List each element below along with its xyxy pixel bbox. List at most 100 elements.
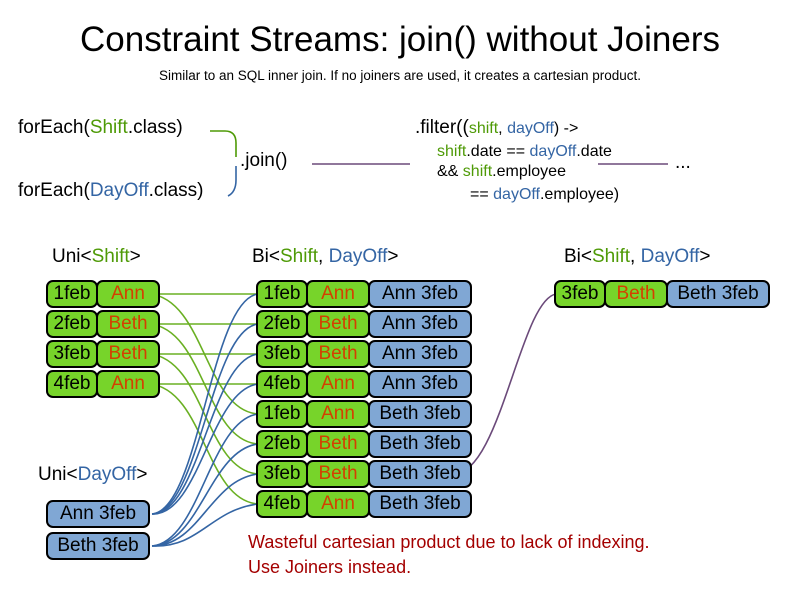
- caption-uni-shift: Uni<Shift>: [52, 246, 141, 268]
- shift-employee-cell: Ann: [96, 370, 160, 398]
- bi-shift-date-cell: 2feb: [256, 430, 308, 458]
- filter-l3-and: &&: [437, 163, 463, 180]
- caption-uni-dayoff-prefix: Uni<: [38, 464, 78, 485]
- caption-bi-prefix: Bi<: [252, 246, 280, 267]
- bi-shift-date-cell: 1feb: [256, 400, 308, 428]
- filter-l3-field: .employee: [492, 163, 566, 180]
- caption-bi-right-prefix: Bi<: [564, 246, 592, 267]
- result-shift-date-cell: 3feb: [554, 280, 606, 308]
- bi-shift-date-cell: 4feb: [256, 370, 308, 398]
- caption-uni-shift-suffix: >: [129, 246, 141, 267]
- bi-dayoff-cell: Beth 3feb: [368, 400, 472, 428]
- filter-call-line-2: shift.date == dayOff.date: [437, 143, 612, 161]
- filter-l2-end: .date: [576, 143, 612, 160]
- dayoff-type-token: DayOff: [89, 180, 149, 201]
- filter-l4-dayoff: dayOff: [493, 186, 540, 203]
- page-subtitle: Similar to an SQL inner join. If no join…: [159, 68, 641, 83]
- caption-bi-right-type1: Shift: [592, 246, 631, 267]
- bi-dayoff-cell: Ann 3feb: [368, 340, 472, 368]
- result-dayoff-cell: Beth 3feb: [666, 280, 770, 308]
- bi-shift-date-cell: 4feb: [256, 490, 308, 518]
- bi-dayoff-cell: Ann 3feb: [368, 310, 472, 338]
- filter-l4-eq: ==: [470, 186, 494, 203]
- join-call-label: .join(): [240, 150, 288, 171]
- filter-l3-shift: shift: [462, 163, 493, 180]
- caption-bi-right-comma: ,: [630, 246, 641, 267]
- bi-shift-date-cell: 3feb: [256, 460, 308, 488]
- filter-call-line-4: == dayOff.employee): [470, 186, 619, 204]
- shift-date-cell: 4feb: [46, 370, 98, 398]
- caption-bi-middle: Bi<Shift, DayOff>: [252, 246, 398, 268]
- foreach-shift-statement: forEach(Shift.class): [18, 117, 183, 139]
- filter-open: .filter((: [415, 117, 469, 138]
- filter-l4-field: .employee): [539, 186, 620, 203]
- shift-type-token: Shift: [89, 117, 128, 138]
- bi-shift-date-cell: 2feb: [256, 310, 308, 338]
- bi-shift-employee-cell: Ann: [306, 490, 370, 518]
- foreach-dayoff-prefix: forEach(: [18, 180, 90, 201]
- result-shift-employee-cell: Beth: [604, 280, 668, 308]
- shift-employee-cell: Beth: [96, 340, 160, 368]
- filter-param-dayoff: dayOff: [507, 120, 554, 137]
- foreach-shift-prefix: forEach(: [18, 117, 90, 138]
- bi-shift-date-cell: 1feb: [256, 280, 308, 308]
- filter-arrow: ) ->: [553, 120, 579, 137]
- shift-employee-cell: Ann: [96, 280, 160, 308]
- filter-call-line-1: .filter((shift, dayOff) ->: [415, 117, 578, 139]
- bi-shift-employee-cell: Beth: [306, 430, 370, 458]
- caption-bi-type1: Shift: [280, 246, 319, 267]
- dayoff-box: Beth 3feb: [46, 532, 150, 560]
- caption-bi-right: Bi<Shift, DayOff>: [564, 246, 710, 268]
- bi-shift-employee-cell: Ann: [306, 400, 370, 428]
- bi-dayoff-cell: Ann 3feb: [368, 370, 472, 398]
- filter-l2-mid: .date ==: [466, 143, 530, 160]
- bi-dayoff-cell: Ann 3feb: [368, 280, 472, 308]
- shift-date-cell: 2feb: [46, 310, 98, 338]
- bi-shift-employee-cell: Beth: [306, 310, 370, 338]
- filter-l2-dayoff: dayOff: [529, 143, 577, 160]
- shift-date-cell: 1feb: [46, 280, 98, 308]
- caption-bi-right-type2: DayOff: [640, 246, 700, 267]
- warning-text: Wasteful cartesian product due to lack o…: [248, 532, 650, 577]
- bi-dayoff-cell: Beth 3feb: [368, 430, 472, 458]
- foreach-shift-suffix: .class): [127, 117, 183, 138]
- filter-param-comma: ,: [498, 120, 508, 137]
- caption-uni-dayoff-suffix: >: [136, 464, 148, 485]
- bi-shift-employee-cell: Beth: [306, 460, 370, 488]
- caption-bi-comma: ,: [318, 246, 329, 267]
- caption-uni-shift-type: Shift: [91, 246, 130, 267]
- foreach-dayoff-statement: forEach(DayOff.class): [18, 180, 204, 202]
- bi-dayoff-cell: Beth 3feb: [368, 460, 472, 488]
- filter-l2-shift: shift: [437, 143, 467, 160]
- dayoff-box: Ann 3feb: [46, 500, 150, 528]
- bi-shift-employee-cell: Ann: [306, 280, 370, 308]
- foreach-dayoff-suffix: .class): [148, 180, 204, 201]
- caption-bi-suffix: >: [387, 246, 399, 267]
- page-title: Constraint Streams: join() without Joine…: [80, 20, 720, 59]
- caption-bi-type2: DayOff: [328, 246, 388, 267]
- caption-uni-dayoff-type: DayOff: [77, 464, 137, 485]
- bi-shift-employee-cell: Beth: [306, 340, 370, 368]
- filter-call-line-3: && shift.employee: [437, 163, 566, 181]
- caption-uni-dayoff: Uni<DayOff>: [38, 464, 148, 486]
- caption-uni-shift-prefix: Uni<: [52, 246, 92, 267]
- caption-bi-right-suffix: >: [699, 246, 711, 267]
- ellipsis-continuation: ...: [675, 152, 691, 173]
- filter-param-shift: shift: [468, 120, 499, 137]
- bi-shift-employee-cell: Ann: [306, 370, 370, 398]
- shift-date-cell: 3feb: [46, 340, 98, 368]
- bi-dayoff-cell: Beth 3feb: [368, 490, 472, 518]
